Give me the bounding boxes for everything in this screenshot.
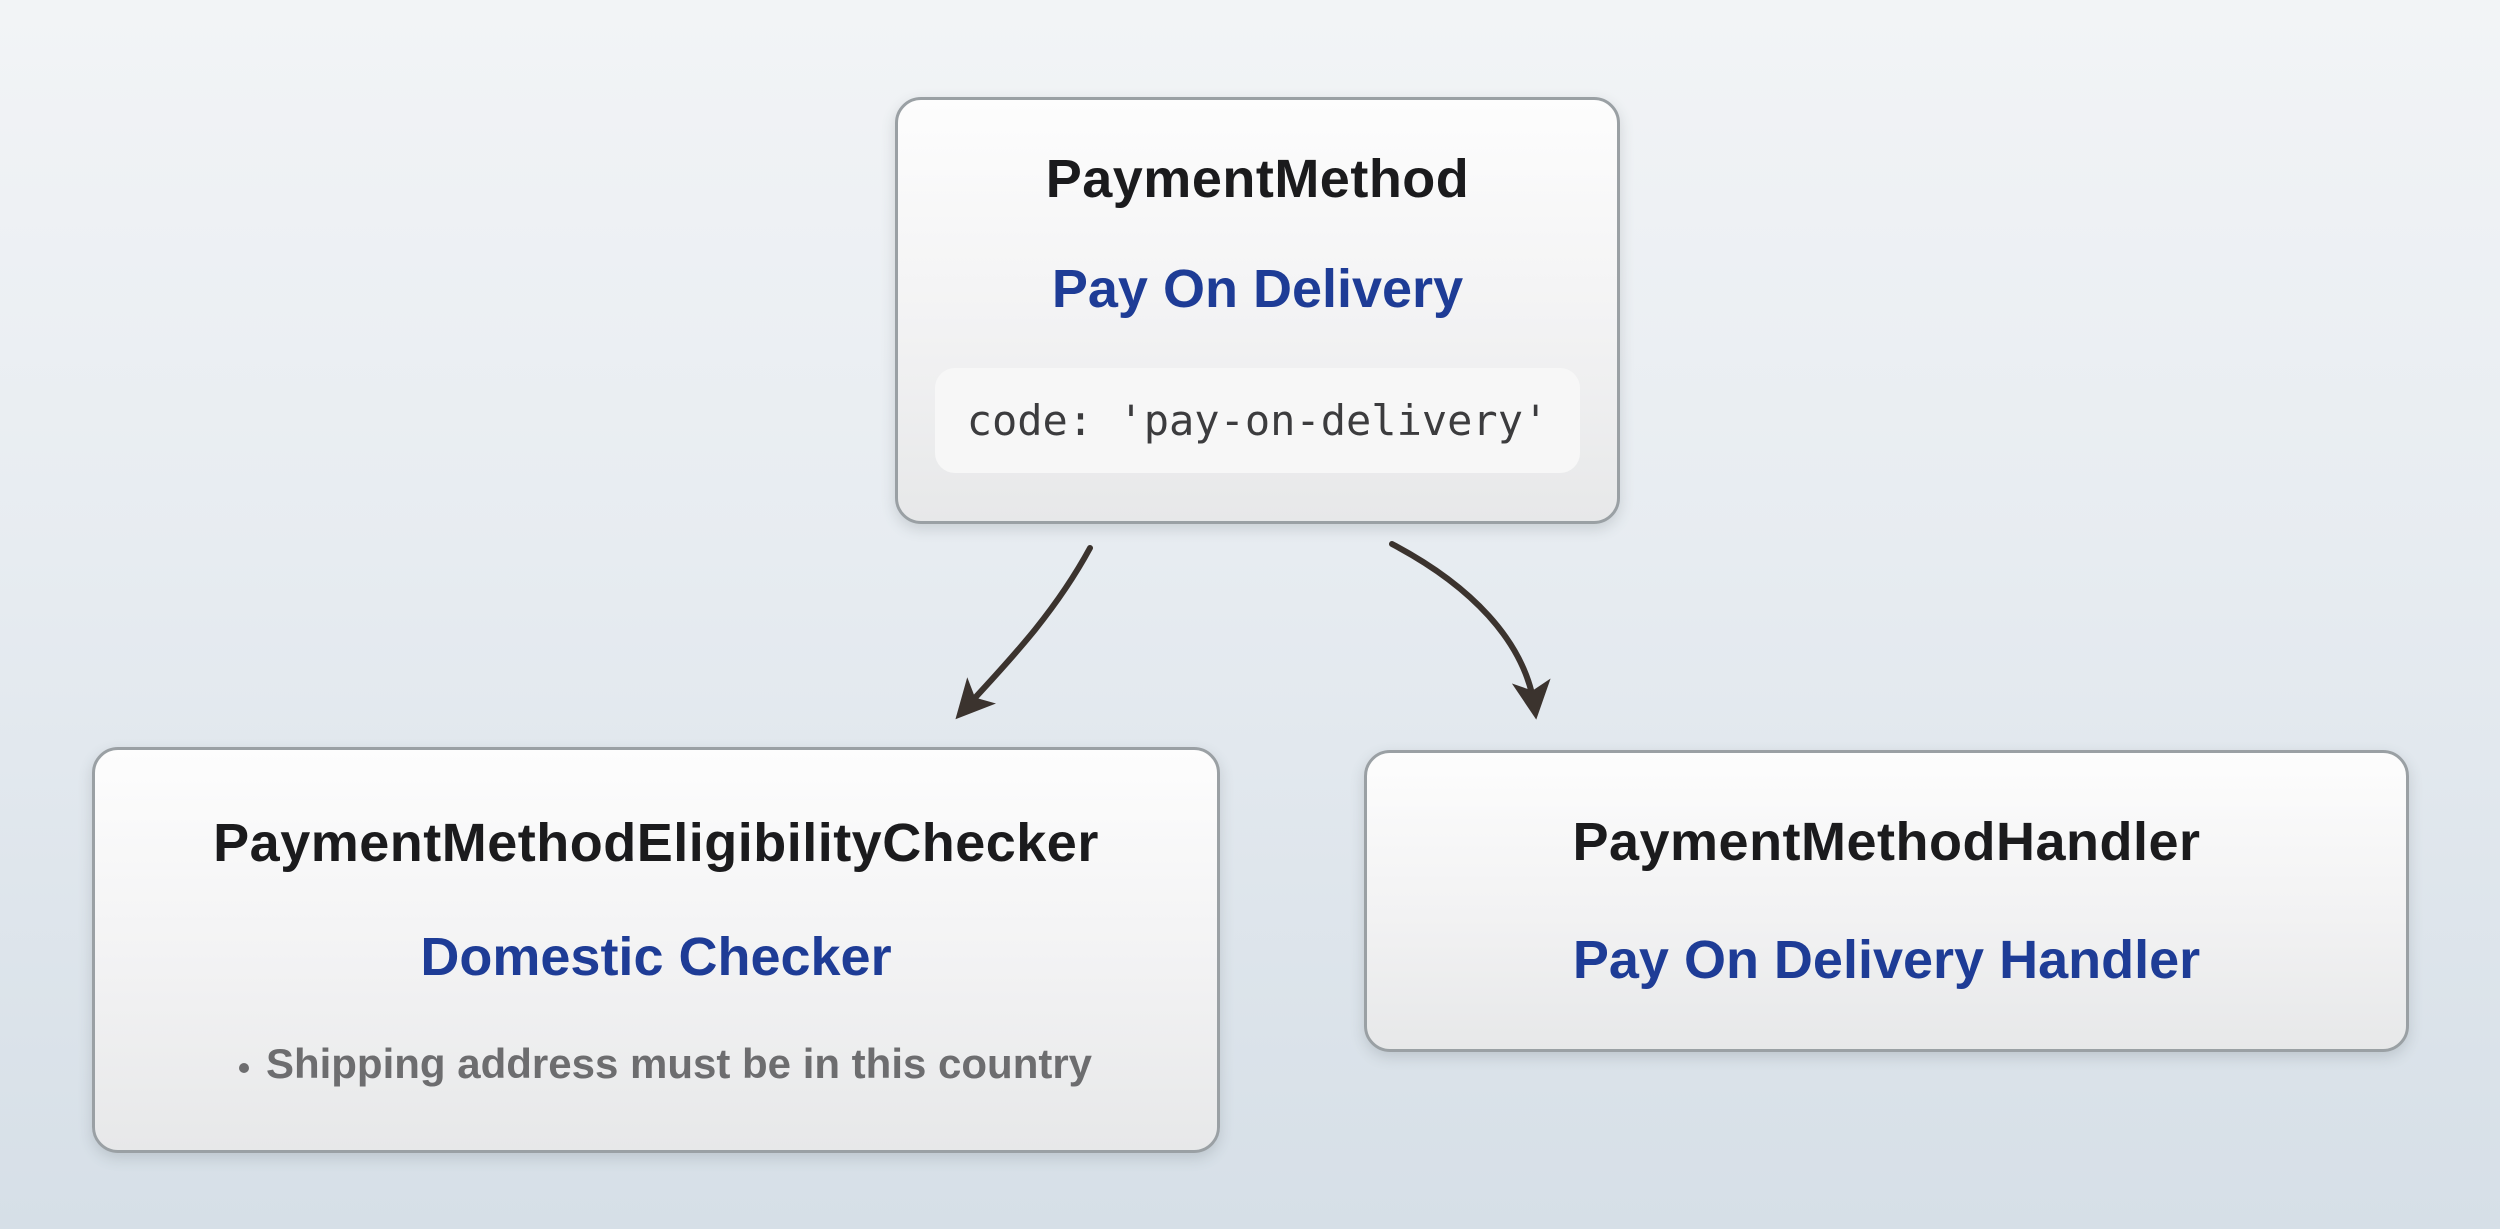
eligibility-checker-subtitle: Domestic Checker: [420, 927, 892, 987]
arrow-to-handler: [1389, 541, 1551, 720]
payment-method-title: PaymentMethod: [1045, 149, 1470, 209]
eligibility-checker-bullet-list: Shipping address must be in this country: [220, 1040, 1092, 1088]
node-eligibility-checker: PaymentMethodEligibilityChecker Domestic…: [92, 747, 1220, 1153]
node-handler: PaymentMethodHandler Pay On Delivery Han…: [1364, 750, 2409, 1052]
payment-method-subtitle: Pay On Delivery: [1051, 259, 1464, 319]
arrow-to-eligibility-checker: [955, 545, 1093, 720]
handler-subtitle: Pay On Delivery Handler: [1572, 930, 2201, 990]
node-payment-method: PaymentMethod Pay On Delivery code: 'pay…: [895, 97, 1620, 524]
eligibility-checker-bullet-item: Shipping address must be in this country: [266, 1040, 1092, 1088]
payment-method-code-badge: code: 'pay-on-delivery': [934, 368, 1581, 473]
handler-title: PaymentMethodHandler: [1572, 812, 2201, 872]
eligibility-checker-title: PaymentMethodEligibilityChecker: [213, 813, 1099, 873]
